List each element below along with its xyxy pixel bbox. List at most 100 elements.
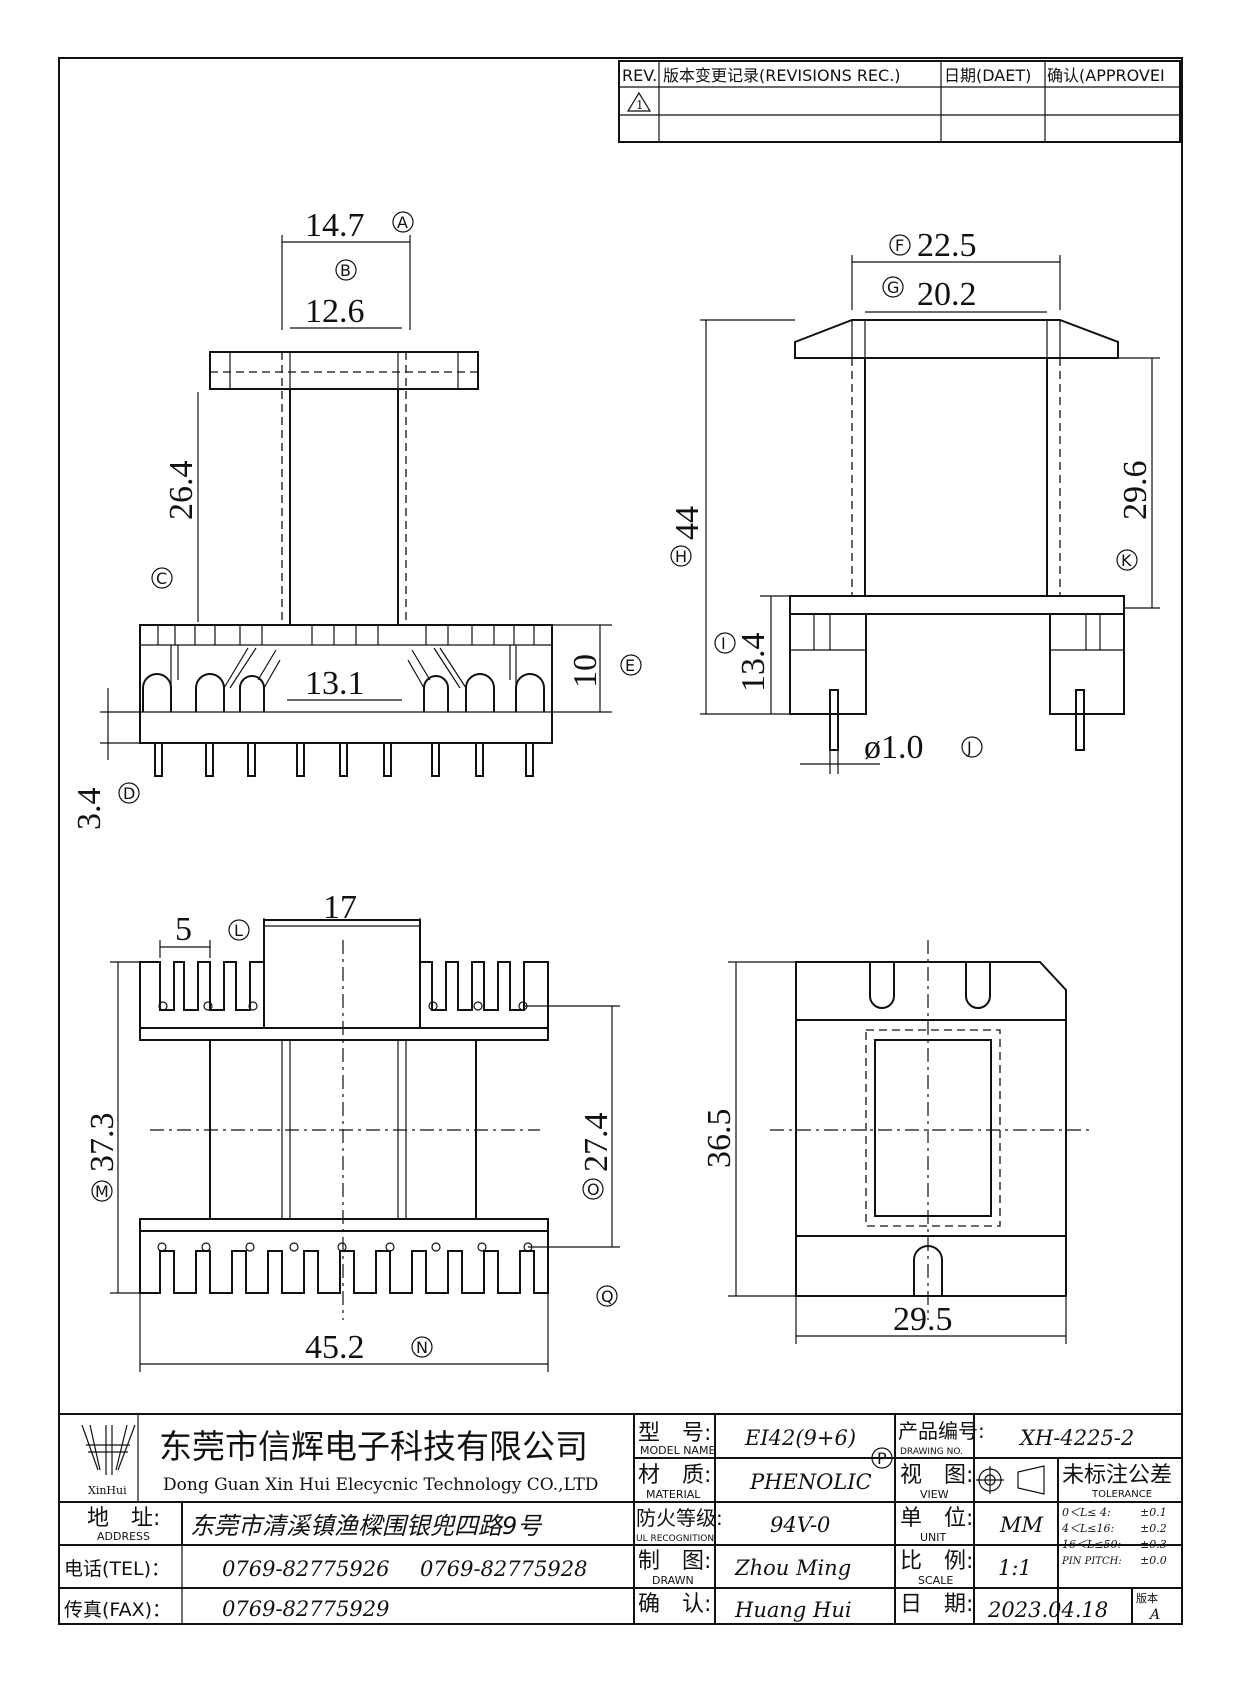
dim-h: 44 [669, 506, 706, 540]
fax-value: 0769-82775929 [222, 1597, 389, 1621]
company-name-cn: 东莞市信辉电子科技有限公司 [159, 1427, 588, 1466]
unit-value: MM [999, 1513, 1044, 1537]
svg-text:L: L [234, 921, 243, 940]
dim-j: ø1.0 [864, 729, 924, 766]
circled-o: O [582, 1178, 604, 1200]
svg-text:P: P [877, 1449, 887, 1468]
drawing-no-label-cn: 产品编号: [898, 1419, 985, 1443]
svg-text:C: C [156, 569, 167, 588]
tel-label: 电话(TEL)： [64, 1558, 170, 1580]
dim-l: 5 [175, 911, 192, 948]
sheet-border [58, 57, 1183, 1625]
rev-header-date: 日期(DAET) [944, 66, 1031, 85]
circled-p: P [871, 1447, 893, 1469]
material-value: PHENOLIC [749, 1470, 872, 1494]
ul-label-en: UL RECOGNITION [636, 1534, 714, 1544]
svg-text:±0.1: ±0.1 [1140, 1506, 1167, 1519]
view-label-en: VIEW [920, 1488, 949, 1501]
svg-text:H: H [675, 547, 687, 566]
check-value: Huang Hui [734, 1598, 852, 1622]
dim-k: 29.6 [1117, 461, 1154, 521]
model-label-cn: 型 号: [638, 1421, 711, 1446]
circled-h: H [670, 545, 692, 567]
circled-c: C [151, 567, 173, 589]
drawing-no-value: XH-4225-2 [1018, 1426, 1134, 1450]
svg-text:J: J [966, 738, 972, 757]
address-value: 东莞市清溪镇渔樑围银兜四路9号 [190, 1512, 543, 1540]
address-label-cn: 地 址: [87, 1506, 160, 1531]
drawn-label-en: DRAWN [652, 1574, 694, 1587]
circled-b: B [335, 259, 357, 281]
svg-text:±0.2: ±0.2 [1140, 1522, 1167, 1535]
svg-text:A: A [397, 213, 408, 232]
svg-text:16＜L≤50:: 16＜L≤50: [1062, 1538, 1121, 1551]
circled-d: D [118, 782, 140, 804]
svg-text:M: M [95, 1182, 109, 1201]
tel-value-2: 0769-82775928 [420, 1557, 587, 1581]
circled-g: G [882, 276, 904, 298]
xinhui-logo-icon: XinHui [81, 1424, 136, 1497]
date-value: 2023.04.18 [987, 1598, 1108, 1622]
dim-pitch: 13.1 [305, 665, 365, 702]
scale-label-en: SCALE [918, 1574, 953, 1587]
material-label-en: MATERIAL [646, 1488, 701, 1501]
side-view: 22.5 20.2 44 13.4 29.6 ø1.0 F G H I J K [669, 227, 1160, 774]
check-label-cn: 确 认: [638, 1592, 711, 1617]
dim-m: 37.3 [84, 1113, 121, 1173]
dim-n: 45.2 [305, 1329, 365, 1366]
svg-text:D: D [123, 784, 135, 803]
rev-header-rev: REV. [622, 66, 657, 85]
svg-text:PIN PITCH:: PIN PITCH: [1061, 1556, 1122, 1567]
rev-header-record: 版本变更记录(REVISIONS REC.) [663, 66, 901, 85]
scale-value: 1:1 [998, 1556, 1032, 1580]
circled-l: L [228, 919, 250, 941]
svg-text:O: O [587, 1180, 600, 1199]
dim-a: 14.7 [305, 207, 365, 244]
ul-label-cn: 防火等级: [636, 1506, 723, 1530]
revision-triangle-icon: 1 [626, 91, 652, 112]
svg-text:F: F [895, 236, 904, 255]
svg-text:XinHui: XinHui [88, 1484, 127, 1497]
tolerance-label-en: TOLERANCE [1091, 1489, 1152, 1500]
view-label-cn: 视 图: [900, 1463, 973, 1488]
svg-text:K: K [1121, 551, 1132, 570]
svg-text:E: E [625, 656, 635, 675]
svg-text:±0.0: ±0.0 [1140, 1554, 1167, 1567]
svg-text:Q: Q [601, 1287, 614, 1306]
version-label: 版本 [1136, 1591, 1158, 1605]
model-value: EI42(9+6) [744, 1426, 856, 1450]
dim-e: 10 [567, 654, 604, 688]
dim-g: 20.2 [917, 276, 977, 313]
fax-label: 传真(FAX)： [64, 1599, 171, 1621]
material-label-cn: 材 质: [638, 1463, 711, 1488]
circled-f: F [889, 234, 911, 256]
date-label-cn: 日 期: [900, 1592, 973, 1617]
circled-n: N [411, 1336, 433, 1358]
unit-label-cn: 单 位: [900, 1506, 973, 1531]
tel-value-1: 0769-82775926 [222, 1557, 389, 1581]
dim-c: 26.4 [163, 461, 200, 521]
dim-d: 3.4 [71, 788, 108, 831]
title-block: XinHui 东莞市信辉电子科技有限公司 Dong Guan Xin Hui E… [58, 1413, 1183, 1625]
svg-text:G: G [887, 278, 899, 297]
circled-i: I [714, 632, 736, 654]
dim-side-height: 36.5 [701, 1109, 738, 1169]
address-label-en: ADDRESS [97, 1530, 150, 1543]
svg-text:N: N [416, 1338, 428, 1357]
svg-text:I: I [721, 634, 726, 653]
drawn-label-cn: 制 图: [638, 1549, 711, 1574]
company-name-en: Dong Guan Xin Hui Elecycnic Technology C… [163, 1475, 598, 1495]
dim-b: 12.6 [305, 293, 365, 330]
circled-a: A [392, 211, 414, 233]
circled-k: K [1116, 549, 1138, 571]
svg-text:0＜L≤ 4:: 0＜L≤ 4: [1062, 1506, 1111, 1519]
circled-j: J [961, 736, 983, 758]
dim-bottom-width: 29.5 [893, 1301, 953, 1338]
front-view: 14.7 12.6 26.4 10 13.1 3.4 A B C D E [71, 207, 642, 831]
bottom-view: 5 17 37.3 27.4 45.2 L M N O Q [84, 889, 620, 1372]
top-view: 36.5 29.5 [701, 940, 1092, 1344]
projection-symbol-icon [976, 1465, 1045, 1495]
svg-text:4＜L≤16:: 4＜L≤16: [1061, 1522, 1114, 1535]
unit-label-en: UNIT [920, 1531, 947, 1544]
